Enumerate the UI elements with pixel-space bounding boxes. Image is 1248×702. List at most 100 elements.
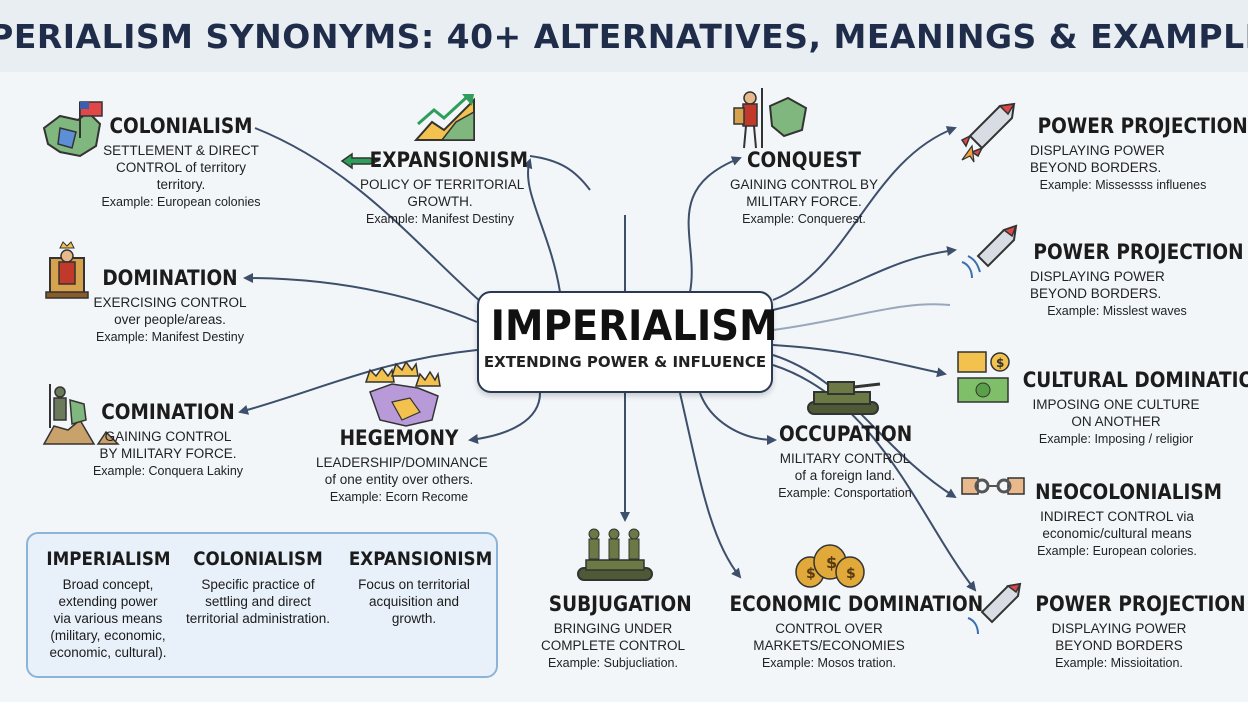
node-desc-line: GAINING CONTROL BY [729, 177, 879, 192]
node-desc: MILITARY CONTROL of a foreign land. [770, 450, 920, 484]
node-example: Example: European colories. [1037, 544, 1197, 558]
node-desc-line: CONTROL of territory [115, 160, 247, 175]
node-desc: POLICY OF TERRITORIAL GROWTH. [360, 176, 525, 210]
node-desc-line: BRINGING UNDER [553, 621, 673, 636]
node-power-projection-2: POWER PROJECTION DISPLAYING POWER BEYOND… [1022, 240, 1244, 318]
rocket-icon [967, 582, 1022, 635]
comparison-desc: Broad concept, extending power via vario… [38, 576, 178, 661]
node-desc-line: DISPLAYING POWER [1030, 143, 1165, 158]
node-desc-line: BEYOND BORDERS [1055, 638, 1183, 653]
node-desc: LEADERSHIP/DOMINANCE of one entity over … [316, 454, 488, 488]
node-desc-line: CONTROL OVER [775, 621, 883, 636]
comparison-imperialism: IMPERIALISM Broad concept, extending pow… [38, 548, 178, 661]
growth-chart-icon [413, 94, 475, 141]
comparison-title: EXPANSIONISM [348, 548, 493, 570]
node-desc-line: GAINING CONTROL [104, 429, 232, 444]
connector-neo [772, 354, 957, 499]
svg-text:$: $ [806, 566, 816, 582]
comparison-line: economic, cultural). [49, 645, 167, 660]
node-desc-line: MILITARY FORCE. [746, 194, 862, 209]
connector-power-1 [772, 126, 957, 301]
node-title: HEGEMONY [339, 426, 459, 450]
crowns-map-icon [364, 362, 441, 427]
central-subtitle: EXTENDING POWER & INFLUENCE [483, 353, 767, 371]
node-desc-line: BEYOND BORDERS. [1030, 286, 1162, 301]
comparison-line: acquisition and [368, 594, 460, 609]
connector-domination [243, 273, 478, 323]
node-desc-line: MARKETS/ECONOMIES [753, 638, 905, 653]
node-desc-line: economic/cultural means [1042, 526, 1192, 541]
node-colonialism: COLONIALISM SETTLEMENT & DIRECT CONTROL … [96, 114, 266, 209]
comparison-line: via various means [53, 611, 163, 626]
central-title: IMPERIALISM [490, 301, 778, 350]
connector-hegemony [468, 392, 541, 444]
node-title: CULTURAL DOMINATION [1022, 368, 1248, 392]
comparison-title: IMPERIALISM [46, 548, 171, 570]
connector-expansionism-2 [529, 155, 591, 191]
node-title: POWER PROJECTION [1037, 114, 1248, 138]
node-title: COMINATION [101, 400, 235, 424]
node-desc-line: SETTLEMENT & DIRECT [103, 143, 259, 158]
node-desc: DISPLAYING POWER BEYOND BORDERS [1024, 620, 1214, 654]
node-desc: CONTROL OVER MARKETS/ECONOMIES [716, 620, 942, 654]
comparison-line: (military, economic, [50, 628, 166, 643]
node-desc-line: DISPLAYING POWER [1030, 269, 1165, 284]
node-desc-line: EXERCISING CONTROL [93, 295, 247, 310]
node-desc-line: IMPOSING ONE CULTURE [1032, 397, 1200, 412]
node-conquest: CONQUEST GAINING CONTROL BY MILITARY FOR… [724, 148, 884, 226]
node-example: Example: Manifest Destiny [96, 330, 244, 344]
node-desc: IMPOSING ONE CULTURE ON ANOTHER [1010, 396, 1222, 430]
node-desc-line: POLICY OF TERRITORIAL [360, 177, 525, 192]
node-title: SUBJUGATION [548, 592, 692, 616]
node-expansionism: EXPANSIONISM POLICY OF TERRITORIAL GROWT… [360, 148, 528, 226]
node-desc: SETTLEMENT & DIRECT CONTROL of territory… [96, 142, 266, 193]
handcuffs-icon [961, 477, 1025, 495]
node-example: Example: Missessss influenes [1039, 178, 1207, 192]
node-title: COLONIALISM [109, 114, 253, 138]
node-neocolonialism: NEOCOLONIALISM INDIRECT CONTROL via econ… [1024, 480, 1222, 558]
node-title: POWER PROJECTION [1035, 592, 1246, 616]
node-economic-domination: ECONOMIC DOMINATION CONTROL OVER MARKETS… [716, 592, 984, 670]
throne-icon [45, 241, 89, 299]
comparison-line: territorial administration. [185, 611, 331, 626]
node-power-projection-1: POWER PROJECTION DISPLAYING POWER BEYOND… [1026, 114, 1248, 192]
node-example: Example: Conquera Lakiny [92, 464, 244, 478]
node-title: ECONOMIC DOMINATION [729, 592, 984, 616]
node-desc-line: of one entity over others. [324, 472, 474, 487]
node-title: POWER PROJECTION [1033, 240, 1244, 264]
node-example: Example: Ecorn Recome [329, 490, 469, 504]
node-cultural-domination: CULTURAL DOMINATION IMPOSING ONE CULTURE… [1010, 368, 1248, 446]
node-desc-line: MILITARY CONTROL [779, 451, 911, 466]
node-example: Example: Mosos tration. [761, 656, 897, 670]
node-desc: GAINING CONTROL BY MILITARY FORCE. [80, 428, 256, 462]
svg-text:$: $ [996, 356, 1004, 370]
soldier-icon [42, 384, 96, 445]
node-example: Example: Misslest waves [1047, 304, 1187, 318]
node-desc: BRINGING UNDER COMPLETE CONTROL [540, 620, 686, 654]
node-example: Example: Missioitation. [1055, 656, 1183, 670]
comparison-line: Broad concept, [62, 577, 154, 592]
node-desc-line: of a foreign land. [794, 468, 896, 483]
node-title: CONQUEST [746, 148, 861, 172]
node-example: Example: Manifest Destiny [366, 212, 514, 226]
comparison-title: COLONIALISM [193, 548, 323, 570]
comparison-line: Specific practice of [201, 577, 315, 592]
node-desc-line: LEADERSHIP/DOMINANCE [316, 455, 488, 470]
connector-power-2 [772, 246, 957, 311]
arrow-icon [340, 152, 380, 170]
node-hegemony: HEGEMONY LEADERSHIP/DOMINANCE of one ent… [316, 426, 488, 504]
node-desc-line: territory. [156, 177, 206, 192]
node-desc-line: COMPLETE CONTROL [540, 638, 686, 653]
node-occupation: OCCUPATION MILITARY CONTROL of a foreign… [770, 422, 920, 500]
node-desc-line: BY MILITARY FORCE. [99, 446, 237, 461]
node-desc: EXERCISING CONTROL over people/areas. [80, 294, 260, 328]
rocket-icon [961, 224, 1018, 279]
node-subjugation: SUBJUGATION BRINGING UNDER COMPLETE CONT… [540, 592, 692, 670]
money-bags-icon: $ $ $ [795, 544, 865, 588]
connector-occupation [699, 392, 777, 445]
node-example: Example: Subjucliation. [548, 656, 678, 670]
node-example: Example: Consportation [778, 486, 912, 500]
pyramid-icon [96, 430, 120, 445]
node-desc-line: GROWTH. [407, 194, 473, 209]
